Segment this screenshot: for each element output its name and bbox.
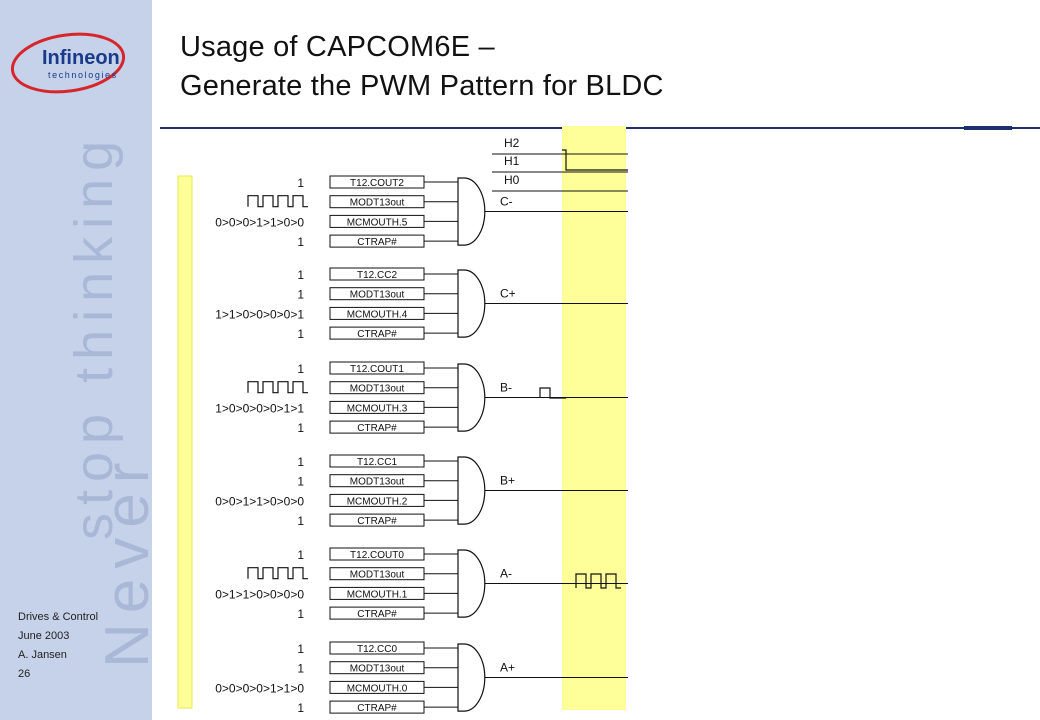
- signal-label: MODT13out: [350, 664, 405, 675]
- signal-label: CTRAP#: [357, 516, 397, 527]
- input-value: 0>0>1>1>0>0>0: [215, 494, 304, 508]
- tagline-watermark: Never stop thinking: [64, 133, 152, 668]
- and-gate: [457, 456, 486, 525]
- input-value: 1: [297, 176, 304, 190]
- input-value: 0>0>0>0>1>1>0: [215, 681, 304, 695]
- pwm-logic-diagram: H2H1H0T12.COUT21MODT13outMCMOUTH.50>0>0>…: [160, 126, 1040, 715]
- signal-label: MODT13out: [350, 570, 405, 581]
- input-value: 1: [297, 421, 304, 435]
- signal-label: T12.COUT1: [350, 364, 404, 375]
- sidebar: Infineon technologies Never stop thinkin…: [0, 0, 152, 720]
- signal-label: MCMOUTH.0: [347, 683, 408, 694]
- tagline-never: Never: [93, 453, 152, 668]
- input-value: 1: [297, 235, 304, 249]
- input-value: 1: [297, 362, 304, 376]
- output-pwm-a-minus: [575, 573, 621, 589]
- signal-label: T12.CC1: [357, 457, 397, 468]
- pwm-waveform: [247, 195, 308, 208]
- input-value: 1: [297, 327, 304, 341]
- signal-label: CTRAP#: [357, 609, 397, 620]
- input-value: 1: [297, 662, 304, 676]
- group-bminus: T12.COUT11MODT13outMCMOUTH.31>0>0>0>0>1>…: [215, 361, 628, 435]
- signal-label: MODT13out: [350, 384, 405, 395]
- output-label: C-: [500, 195, 513, 209]
- signal-label: CTRAP#: [357, 237, 397, 248]
- input-value: 1>1>0>0>0>0>1: [215, 307, 304, 321]
- input-value: 1>0>0>0>0>1>1: [215, 401, 304, 415]
- group-cminus: T12.COUT21MODT13outMCMOUTH.50>0>0>1>1>0>…: [215, 175, 628, 249]
- hall-label-h2: H2: [504, 136, 520, 150]
- signal-label: MODT13out: [350, 290, 405, 301]
- footer-info: Drives & Control June 2003 A. Jansen 26: [18, 608, 98, 684]
- group-bplus: T12.CC11MODT13out1MCMOUTH.20>0>1>1>0>0>0…: [215, 454, 628, 528]
- and-gate: [457, 643, 486, 712]
- input-value: 0>0>0>1>1>0>0: [215, 215, 304, 229]
- hall-h1-step: [562, 149, 628, 171]
- hall-label-h1: H1: [504, 154, 520, 168]
- title-rule-accent: [964, 126, 1012, 130]
- signal-label: MODT13out: [350, 477, 405, 488]
- signal-label: T12.COUT0: [350, 550, 404, 561]
- slide-title: Usage of CAPCOM6E – Generate the PWM Pat…: [180, 28, 664, 106]
- page-number: 26: [18, 668, 31, 680]
- and-gate: [457, 177, 486, 246]
- output-label: A+: [500, 661, 515, 675]
- signal-label: CTRAP#: [357, 703, 397, 714]
- group-aplus: T12.CC01MODT13out1MCMOUTH.00>0>0>0>1>1>0…: [215, 641, 628, 715]
- input-value: 1: [297, 514, 304, 528]
- title-line-1: Usage of CAPCOM6E –: [180, 31, 495, 63]
- input-value: 0>1>1>0>0>0>0: [215, 587, 304, 601]
- signal-label: MCMOUTH.2: [347, 496, 408, 507]
- input-value: 1: [297, 701, 304, 715]
- group-aminus: T12.COUT01MODT13outMCMOUTH.10>1>1>0>0>0>…: [215, 547, 628, 621]
- group-cplus: T12.CC21MODT13out1MCMOUTH.41>1>0>0>0>0>1…: [215, 267, 628, 341]
- and-gate: [457, 549, 486, 618]
- and-gate: [457, 269, 486, 338]
- pwm-waveform: [247, 567, 308, 580]
- pwm-waveform: [247, 381, 308, 394]
- input-value: 1: [297, 455, 304, 469]
- logo-brand-text: Infineon: [42, 47, 120, 69]
- input-value: 1: [297, 268, 304, 282]
- output-label: A-: [500, 567, 512, 581]
- signal-label: MCMOUTH.5: [347, 217, 408, 228]
- signal-label: MCMOUTH.1: [347, 589, 408, 600]
- output-label: C+: [500, 287, 516, 301]
- signal-label: CTRAP#: [357, 329, 397, 340]
- footer-author: A. Jansen: [18, 649, 67, 661]
- logo-swoosh: [10, 32, 126, 94]
- and-gate: [457, 363, 486, 432]
- hall-label-h0: H0: [504, 173, 520, 187]
- signal-label: MODT13out: [350, 198, 405, 209]
- input-value: 1: [297, 288, 304, 302]
- output-label: B-: [500, 381, 512, 395]
- output-highlight-column: [562, 126, 626, 710]
- signal-label: CTRAP#: [357, 423, 397, 434]
- input-value: 1: [297, 548, 304, 562]
- footer-date: June 2003: [18, 630, 70, 642]
- output-label: B+: [500, 474, 515, 488]
- input-value: 1: [297, 642, 304, 656]
- signal-label: T12.COUT2: [350, 178, 404, 189]
- output-pulse-b-minus: [539, 387, 566, 399]
- logo-sub-text: technologies: [48, 70, 118, 80]
- signal-label: T12.CC2: [357, 270, 397, 281]
- signal-label: T12.CC0: [357, 644, 397, 655]
- infineon-logo: Infineon technologies: [10, 32, 126, 94]
- footer-dept: Drives & Control: [18, 611, 99, 623]
- input-value: 1: [297, 607, 304, 621]
- tagline-stop-thinking: stop thinking: [64, 133, 124, 540]
- signal-label: MCMOUTH.4: [347, 309, 408, 320]
- input-highlight-column: [177, 175, 193, 709]
- title-line-2: Generate the PWM Pattern for BLDC: [180, 70, 664, 102]
- signal-label: MCMOUTH.3: [347, 403, 408, 414]
- input-value: 1: [297, 475, 304, 489]
